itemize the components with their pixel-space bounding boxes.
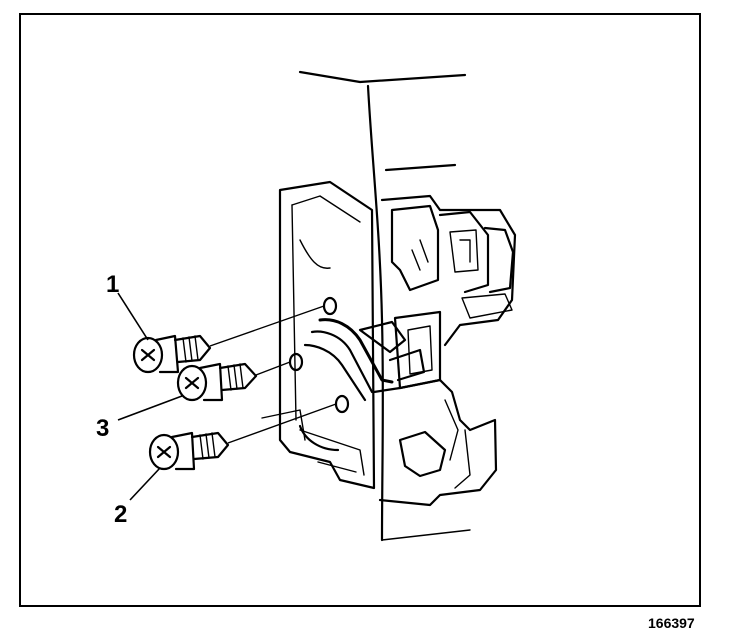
figure-number: 166397	[648, 615, 695, 631]
mounting-hole-upper	[322, 296, 338, 316]
callout-3-leader	[117, 395, 183, 421]
callout-2-leader	[129, 467, 161, 501]
callout-3-label: 3	[96, 415, 109, 442]
mounting-hole-lower	[334, 394, 350, 414]
screw-1	[132, 334, 212, 374]
mounting-hole-middle	[288, 352, 304, 372]
door-latch-assembly	[261, 180, 517, 507]
screw-2	[148, 431, 230, 471]
callout-2-label: 2	[114, 501, 127, 528]
callout-1-label: 1	[106, 271, 119, 298]
leader-screw-2-to-hole	[227, 403, 337, 444]
leader-screw-3-to-hole	[255, 361, 291, 376]
callout-1-leader	[117, 292, 149, 341]
screw-3	[176, 362, 258, 402]
figure-frame	[19, 13, 701, 607]
door-panel	[298, 70, 471, 542]
leader-screw-1-to-hole	[209, 305, 325, 347]
